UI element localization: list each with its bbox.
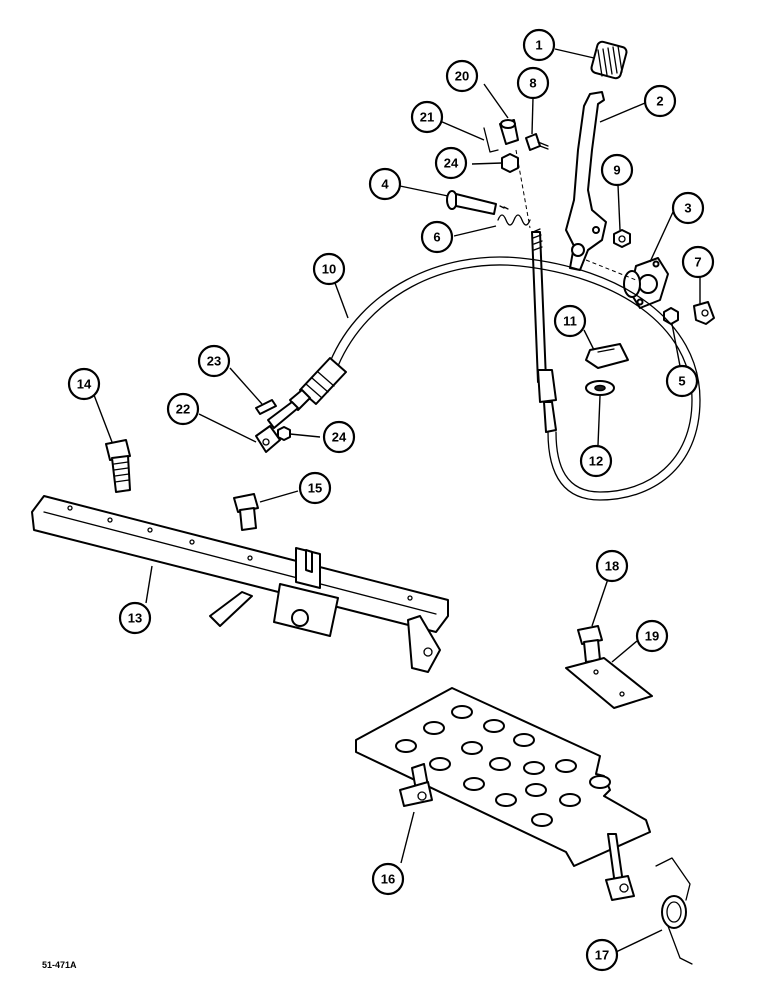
spring-part-6	[497, 214, 531, 226]
callout-21-label: 21	[420, 110, 434, 125]
pin-part-20	[499, 119, 519, 145]
callout-17: 17	[585, 938, 619, 972]
cable-rod	[531, 228, 557, 433]
callout-21: 21	[410, 100, 444, 134]
plate-part-19	[565, 657, 653, 709]
callout-15-label: 15	[308, 481, 322, 496]
callout-23: 23	[197, 344, 231, 378]
nut-part-9	[613, 229, 631, 248]
callout-22: 22	[166, 392, 200, 426]
clip-part-7	[693, 301, 715, 325]
callout-9-label: 9	[613, 163, 620, 178]
nut-part-24-low	[277, 426, 291, 441]
callout-1-label: 1	[535, 38, 542, 53]
callout-22-label: 22	[176, 402, 190, 417]
callout-6: 6	[420, 220, 454, 254]
callout-7: 7	[681, 245, 715, 279]
callout-10-label: 10	[322, 262, 336, 277]
assembly-line	[585, 259, 637, 281]
callout-19-label: 19	[645, 629, 659, 644]
pedal-grip-holes	[395, 705, 611, 827]
callout-23-label: 23	[207, 354, 221, 369]
callout-24-top: 24	[434, 146, 468, 180]
frame-part-13	[31, 495, 449, 673]
callout-24-top-label: 24	[444, 156, 459, 171]
leader-lines	[93, 48, 701, 953]
callout-10: 10	[312, 252, 346, 286]
spring-part-17	[655, 857, 693, 965]
callout-3: 3	[671, 191, 705, 225]
callout-2: 2	[643, 84, 677, 118]
bolt-part-14	[105, 439, 131, 493]
callout-4-label: 4	[381, 177, 389, 192]
drawing-code: 51-471A	[42, 960, 77, 970]
callout-24-low: 24	[322, 420, 356, 454]
callout-6-label: 6	[433, 230, 440, 245]
callout-5-label: 5	[678, 374, 685, 389]
callouts: 1 2 3 4 5 6 7 8	[67, 28, 715, 972]
callout-20-label: 20	[455, 69, 469, 84]
callout-18-label: 18	[605, 559, 619, 574]
assembly-line	[515, 149, 531, 229]
callout-5: 5	[665, 364, 699, 398]
hook-part-21	[483, 127, 499, 153]
callout-12: 12	[579, 444, 613, 478]
callout-14-label: 14	[77, 377, 92, 392]
pin-part-23	[255, 399, 277, 415]
callout-19: 19	[635, 619, 669, 653]
callout-12-label: 12	[589, 454, 603, 469]
callout-16: 16	[371, 862, 405, 896]
callout-9: 9	[600, 153, 634, 187]
bolt-part-15	[233, 493, 259, 531]
nut-part-5	[663, 307, 679, 325]
callout-18: 18	[595, 549, 629, 583]
callout-11: 11	[553, 304, 587, 338]
callout-2-label: 2	[656, 94, 663, 109]
callout-11-label: 11	[563, 314, 577, 329]
nut-part-24-top	[501, 153, 519, 173]
callout-15: 15	[298, 471, 332, 505]
callout-17-label: 17	[595, 948, 609, 963]
bolt-part-4	[446, 190, 509, 215]
callout-4: 4	[368, 167, 402, 201]
callout-13: 13	[118, 601, 152, 635]
callout-8-label: 8	[529, 76, 536, 91]
cable-part-10	[267, 256, 701, 501]
pedal-plate	[355, 687, 651, 901]
callout-8: 8	[516, 66, 550, 100]
callout-16-label: 16	[381, 872, 395, 887]
callout-24-low-label: 24	[332, 430, 347, 445]
lever-part	[565, 91, 607, 271]
callout-7-label: 7	[694, 255, 701, 270]
callout-13-label: 13	[128, 611, 142, 626]
knob-part	[590, 40, 628, 80]
clip-part-11	[585, 343, 629, 369]
screw-part-8	[525, 133, 549, 151]
callout-1: 1	[522, 28, 556, 62]
callout-3-label: 3	[684, 201, 691, 216]
callout-20: 20	[445, 59, 479, 93]
bolt-part-18	[577, 625, 603, 663]
callout-14: 14	[67, 367, 101, 401]
washer-part-12	[585, 380, 615, 396]
clevis-part-22	[255, 425, 281, 453]
